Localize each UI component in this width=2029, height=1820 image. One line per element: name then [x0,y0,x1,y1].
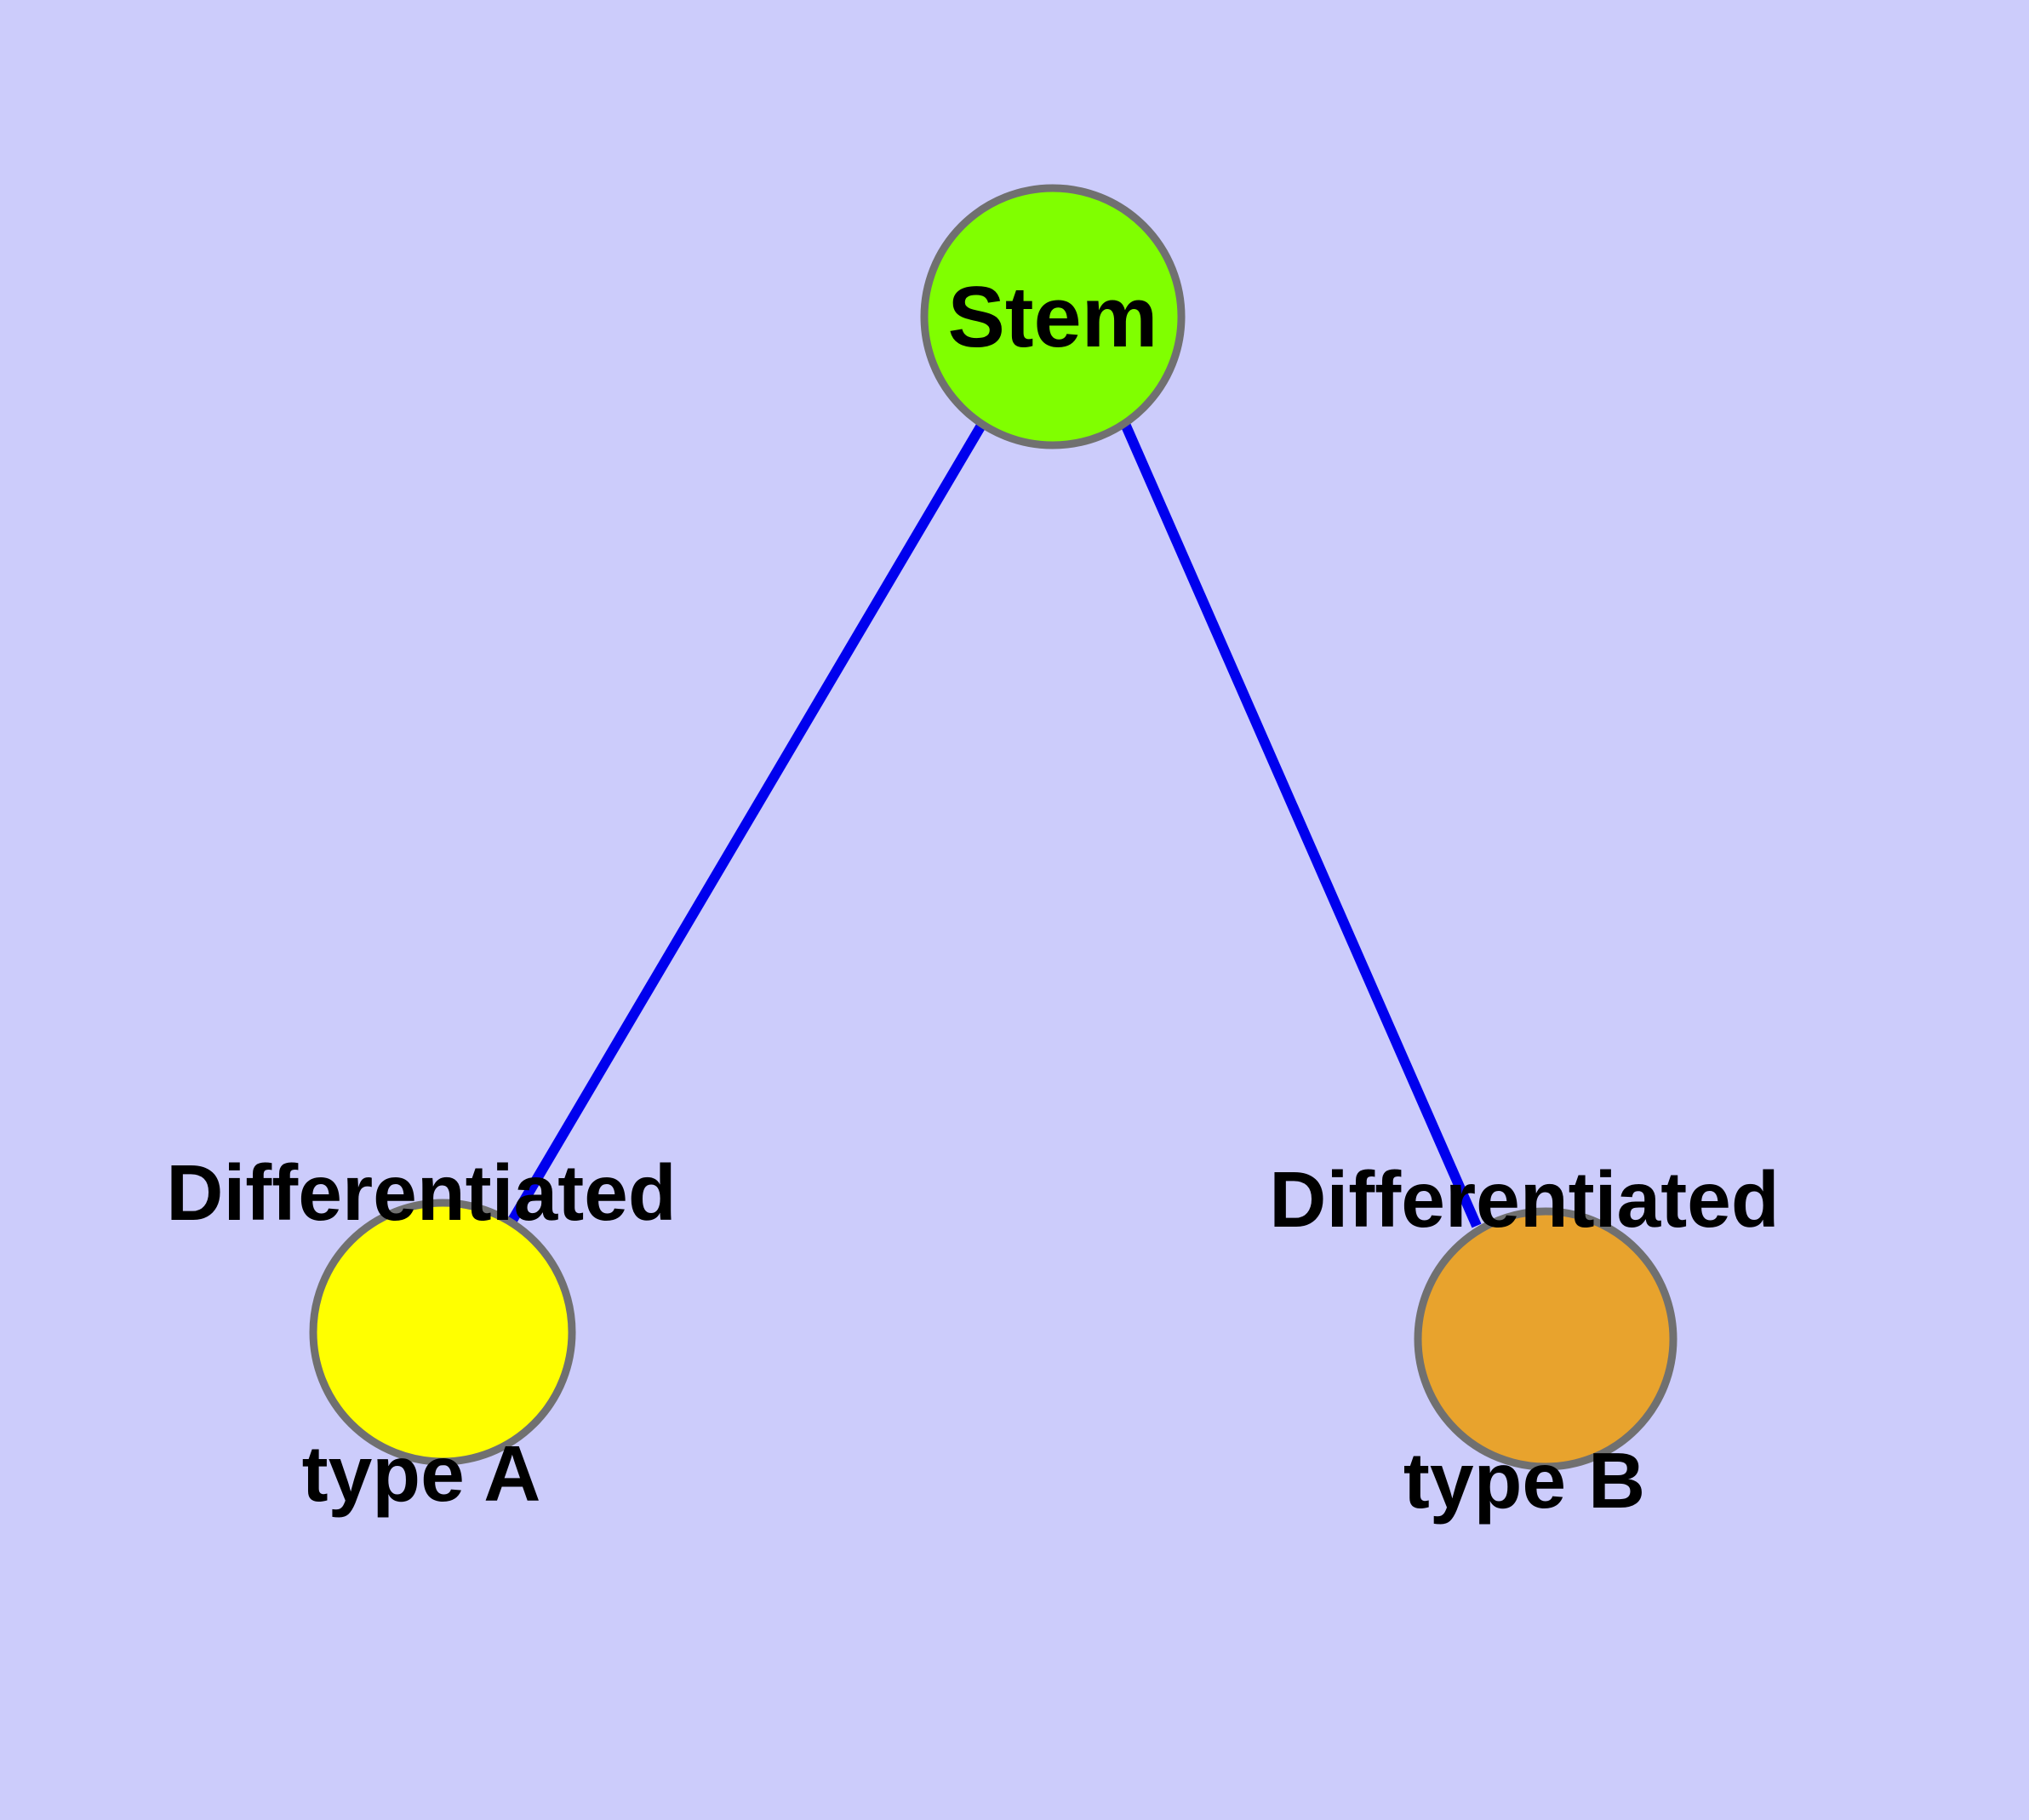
node-differentiated-type-b[interactable] [1414,1207,1677,1471]
edge-stem-to-differentiated-type-a[interactable] [506,421,987,1227]
edge-stem-to-differentiated-type-b[interactable] [1120,421,1482,1228]
node-stem[interactable] [920,184,1186,449]
node-differentiated-type-a[interactable] [309,1199,576,1466]
